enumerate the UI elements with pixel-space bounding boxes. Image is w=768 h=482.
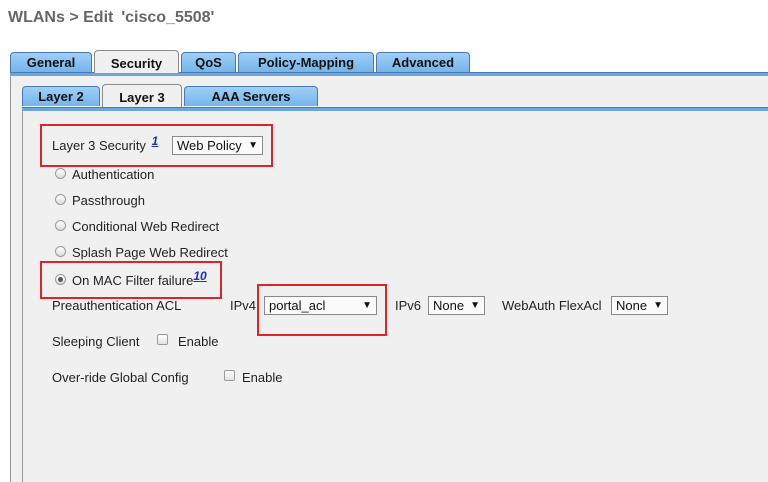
flexacl-label: WebAuth FlexAcl <box>502 298 602 313</box>
chevron-down-icon: ▼ <box>470 300 480 311</box>
radio-label-conditional-web-redirect: Conditional Web Redirect <box>72 219 220 234</box>
tab-aaa-servers[interactable]: AAA Servers <box>184 86 318 106</box>
layer3-security-text: Layer 3 Security <box>52 138 146 153</box>
radio-label-authentication: Authentication <box>72 167 155 182</box>
flexacl-select[interactable]: None ▼ <box>611 296 668 315</box>
tab-qos[interactable]: QoS <box>181 52 236 72</box>
radio-label-on-mac-filter-failure: On MAC Filter failure10 <box>72 269 207 288</box>
layer3-security-select[interactable]: Web Policy ▼ <box>172 136 263 155</box>
tab-advanced[interactable]: Advanced <box>376 52 470 72</box>
tab-general[interactable]: General <box>10 52 92 72</box>
ipv6-label: IPv6 <box>395 298 422 313</box>
tab-layer2[interactable]: Layer 2 <box>22 86 100 106</box>
chevron-down-icon: ▼ <box>653 300 663 311</box>
mac-filter-highlight <box>40 261 222 299</box>
chevron-down-icon: ▼ <box>362 300 372 311</box>
sleeping-client-label: Sleeping Client <box>52 334 140 349</box>
ipv4-label: IPv4 <box>230 298 257 313</box>
ipv6-acl-select[interactable]: None ▼ <box>428 296 485 315</box>
tab-security[interactable]: Security <box>94 50 179 73</box>
layer3-footnote-link[interactable]: 1 <box>151 134 159 148</box>
wlan-name: 'cisco_5508' <box>121 9 215 26</box>
radio-label-splash-page-web-redirect: Splash Page Web Redirect <box>72 245 228 260</box>
sleeping-client-checkbox[interactable] <box>157 334 168 345</box>
radio-passthrough[interactable] <box>55 194 66 205</box>
flexacl-value: None <box>616 298 648 313</box>
main-tab-band <box>10 72 768 76</box>
radio-conditional-web-redirect[interactable] <box>55 220 66 231</box>
tab-policy-mapping[interactable]: Policy-Mapping <box>238 52 374 72</box>
mac-filter-text: On MAC Filter failure <box>72 273 194 288</box>
layer3-security-highlight <box>40 124 273 167</box>
sleeping-client-enable-label: Enable <box>178 334 219 349</box>
preauth-acl-label: Preauthentication ACL <box>52 298 182 313</box>
breadcrumb-path: WLANs > Edit <box>8 9 114 26</box>
ipv4-acl-highlight <box>257 284 387 336</box>
radio-authentication[interactable] <box>55 168 66 179</box>
override-global-checkbox[interactable] <box>224 370 235 381</box>
ipv4-acl-select[interactable]: portal_acl ▼ <box>264 296 377 315</box>
radio-splash-page-web-redirect[interactable] <box>55 246 66 257</box>
radio-on-mac-filter-failure[interactable] <box>55 274 66 285</box>
radio-label-passthrough: Passthrough <box>72 193 145 208</box>
ipv6-acl-value: None <box>433 298 465 313</box>
sub-tab-band <box>22 107 768 111</box>
layer3-security-value: Web Policy <box>177 138 242 153</box>
mac-filter-footnote-link[interactable]: 10 <box>193 269 207 283</box>
chevron-down-icon: ▼ <box>248 140 258 151</box>
tab-layer3[interactable]: Layer 3 <box>102 84 182 107</box>
override-global-enable-label: Enable <box>242 370 283 385</box>
page-title: WLANs > Edit 'cisco_5508' <box>8 9 214 27</box>
ipv4-acl-value: portal_acl <box>269 298 326 313</box>
layer3-security-label: Layer 3 Security 1 <box>52 134 158 153</box>
override-global-label: Over-ride Global Config <box>52 370 189 385</box>
